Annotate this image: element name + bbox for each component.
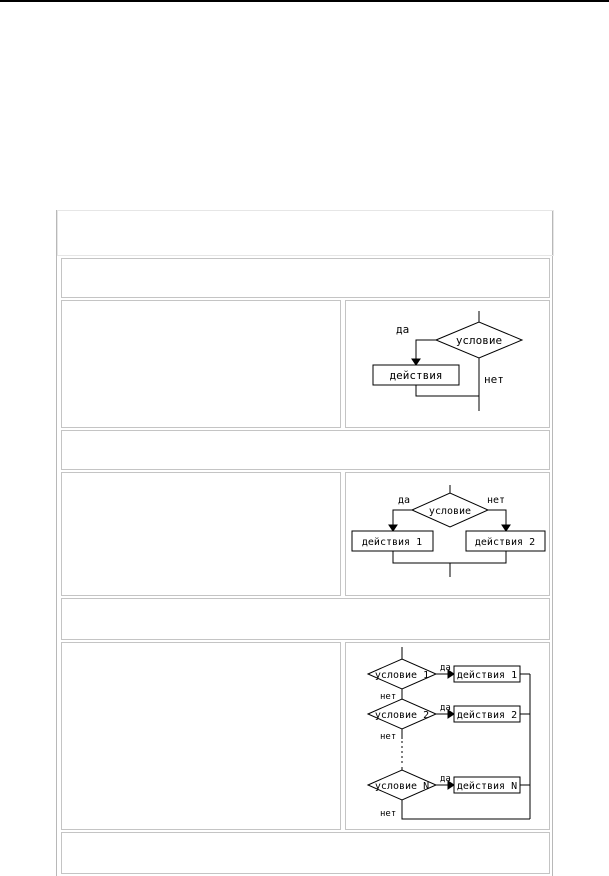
- actions-1-label: действия 1: [457, 669, 517, 681]
- row-3-text-cell: [61, 642, 341, 830]
- row-3-diagram-cell: условие 1 да действия 1 нет условие 2 да…: [345, 642, 550, 830]
- yes-label: да: [398, 495, 410, 506]
- page-top-rule: [0, 0, 609, 2]
- condition-1-label: условие 1: [375, 670, 429, 681]
- actions-2-label: действия 2: [457, 709, 517, 721]
- no-label: нет: [380, 692, 396, 702]
- actions-2-label: действия 2: [475, 536, 535, 548]
- section-header-1: [61, 258, 550, 298]
- no-label: нет: [484, 373, 504, 386]
- actions-n-label: действия N: [457, 780, 517, 792]
- if-then-else-diagram: да нет условие действия 1 действия 2: [351, 485, 546, 577]
- condition-label: условие: [456, 334, 502, 347]
- table-header-row: [57, 210, 554, 256]
- section-header-3: [61, 598, 550, 640]
- row-2-diagram-cell: да нет условие действия 1 действия 2: [345, 472, 550, 596]
- row-2-text-cell: [61, 472, 341, 596]
- yes-label: да: [440, 703, 451, 713]
- section-header-2: [61, 430, 550, 470]
- row-1-text-cell: [61, 300, 341, 428]
- actions-label: действия: [390, 369, 443, 382]
- actions-1-label: действия 1: [362, 536, 422, 548]
- no-label: нет: [380, 809, 396, 819]
- no-label: нет: [487, 495, 505, 506]
- yes-label: да: [396, 323, 409, 336]
- yes-label: да: [440, 663, 451, 673]
- yes-label: да: [440, 774, 451, 784]
- if-then-diagram: да условие действия нет: [372, 311, 524, 411]
- flowchart-table: да условие действия нет да нет ус: [56, 210, 554, 876]
- row-1-diagram-cell: да условие действия нет: [345, 300, 550, 428]
- condition-n-label: условие N: [375, 781, 429, 792]
- section-header-4: [61, 832, 550, 874]
- no-label: нет: [380, 732, 396, 742]
- condition-2-label: условие 2: [375, 710, 429, 721]
- multi-branch-diagram: условие 1 да действия 1 нет условие 2 да…: [366, 647, 531, 820]
- condition-label: условие: [429, 506, 471, 517]
